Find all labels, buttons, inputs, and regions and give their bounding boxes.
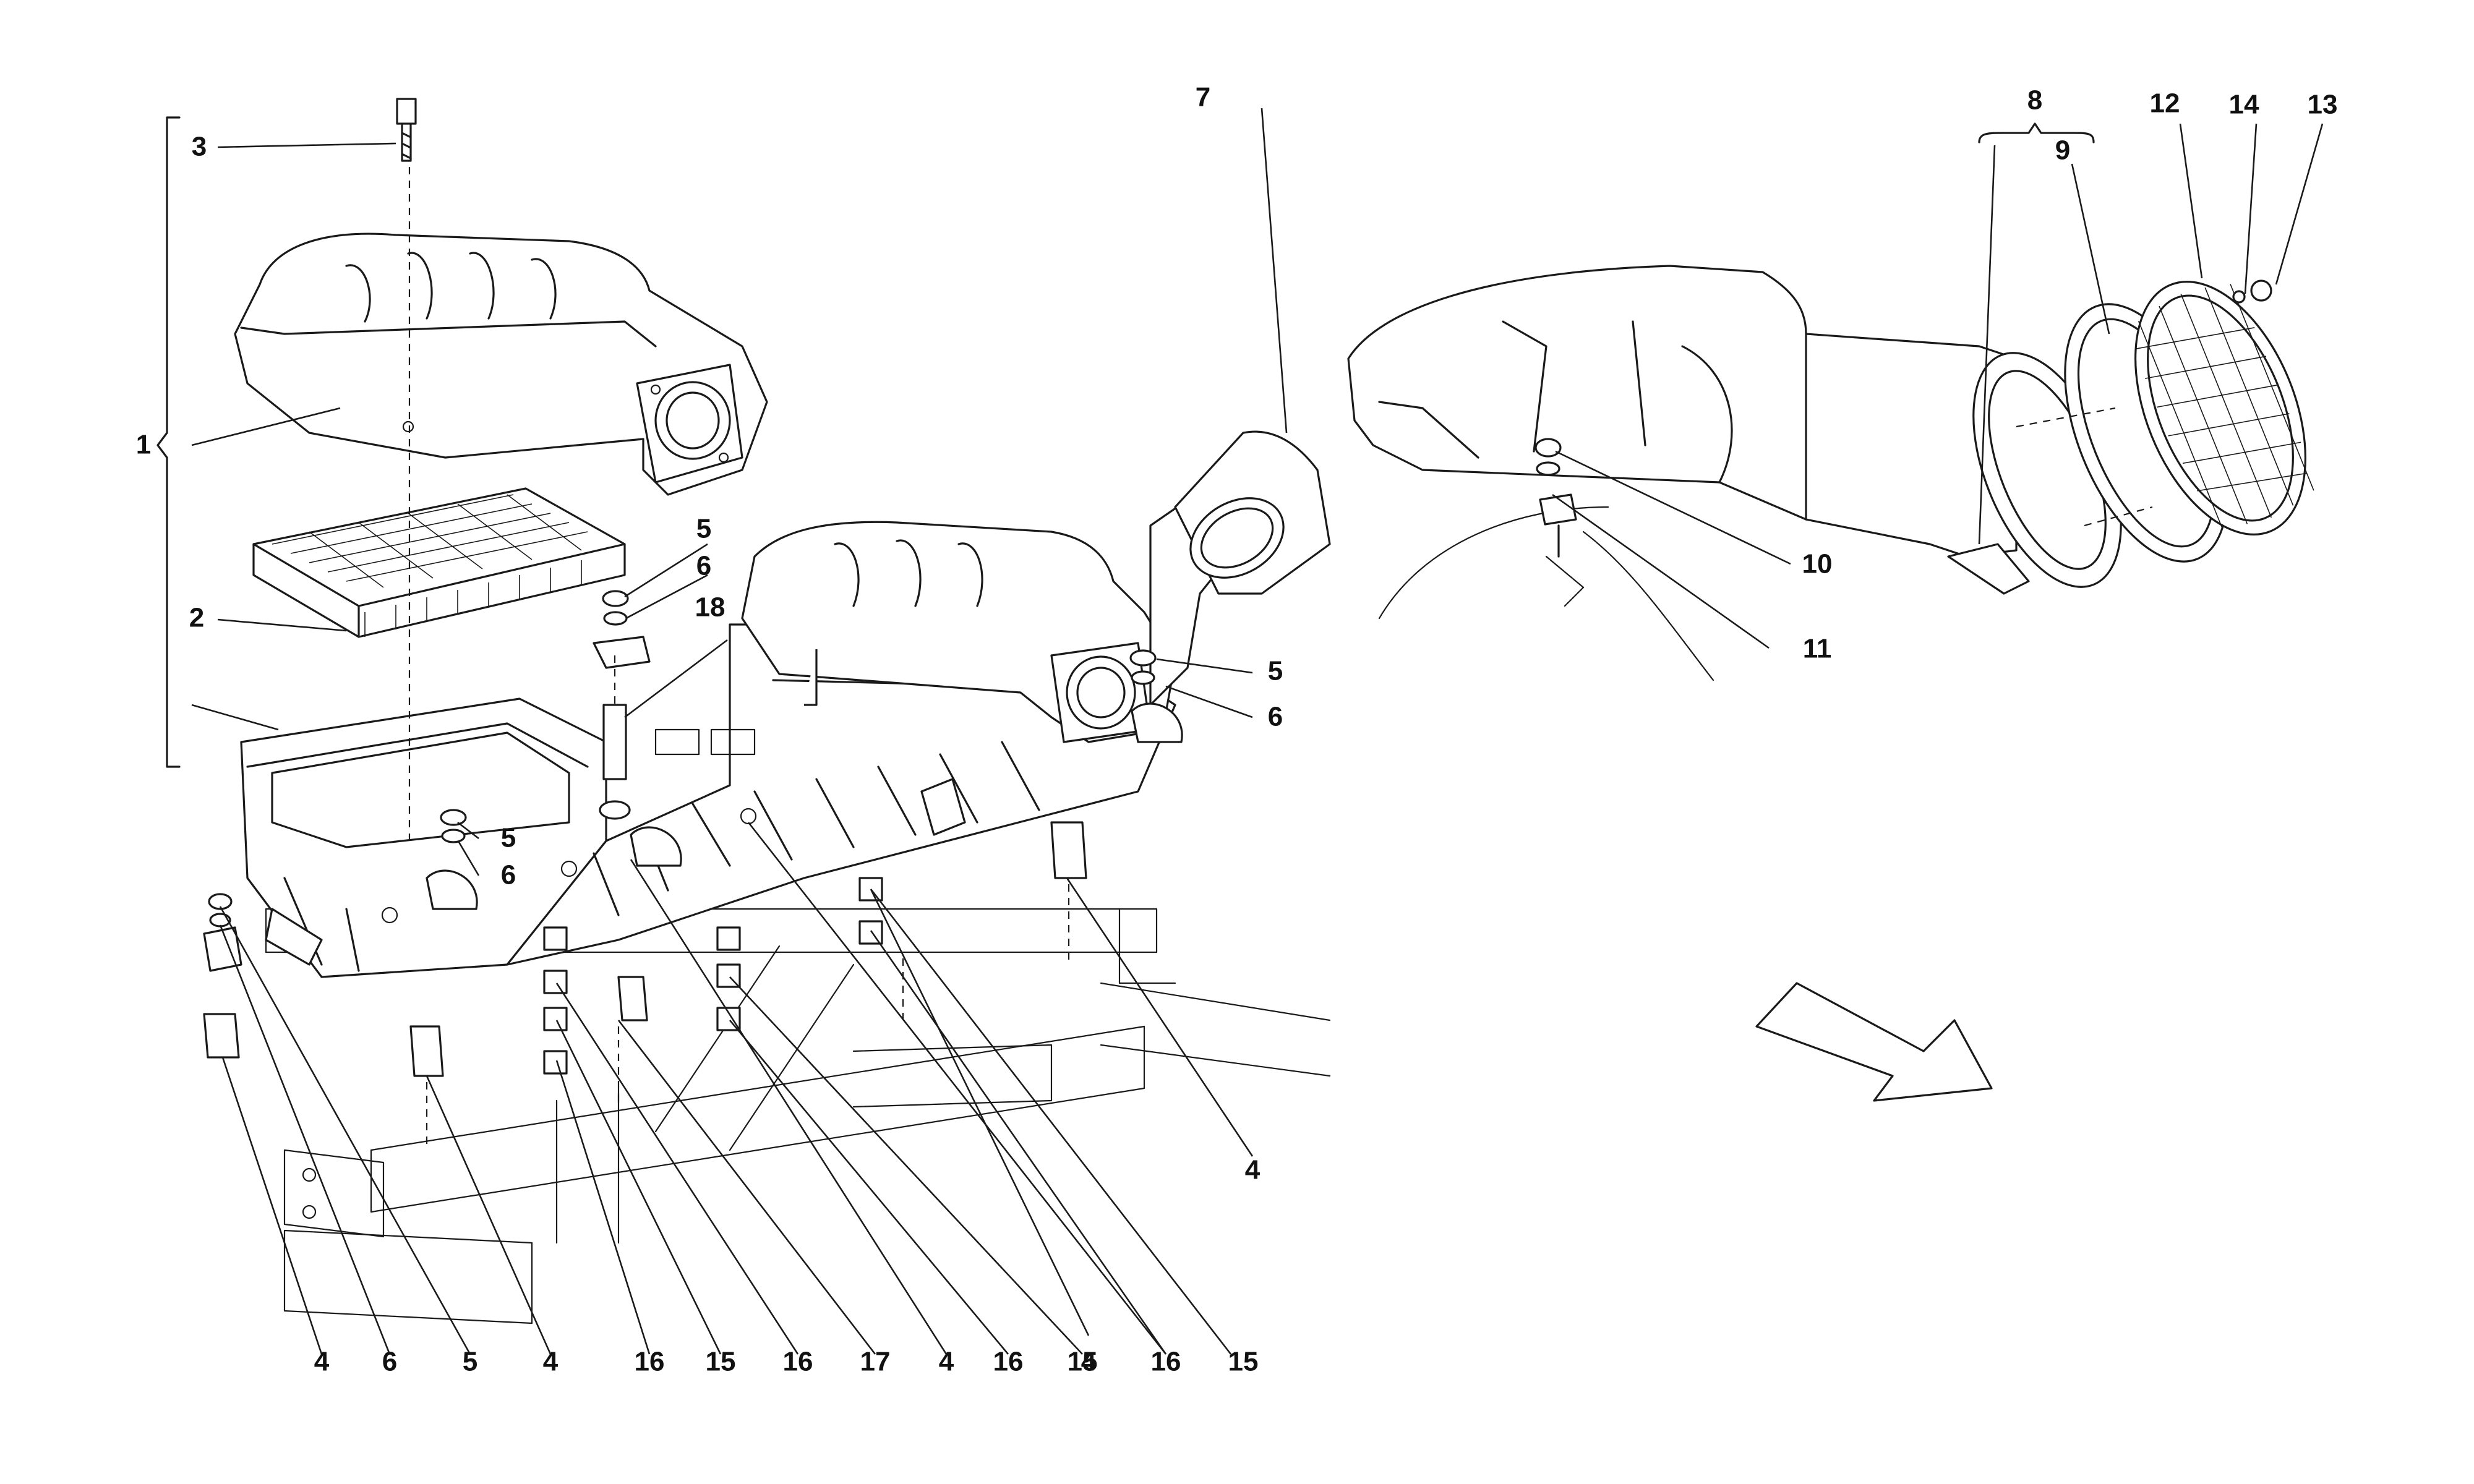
callout-5: 5	[463, 1347, 477, 1377]
intake-duct-tube	[1149, 430, 1331, 706]
callout-15: 15	[1068, 1347, 1098, 1377]
callout-5: 5	[696, 514, 711, 544]
plenum-cover-assembled	[741, 521, 1176, 743]
callout-4: 4	[543, 1347, 559, 1377]
callout-10: 10	[1802, 549, 1833, 579]
callout-5: 5	[1268, 656, 1283, 686]
callout-15: 15	[1228, 1347, 1259, 1377]
callout-4: 4	[1245, 1155, 1261, 1185]
callout-5: 5	[501, 823, 516, 853]
callout-2: 2	[189, 603, 204, 633]
callout-16: 16	[783, 1347, 813, 1377]
callout-12: 12	[2150, 88, 2180, 119]
callout-16: 16	[1151, 1347, 1181, 1377]
callout-16: 16	[993, 1347, 1024, 1377]
callout-1: 1	[136, 430, 151, 460]
callout-15: 15	[706, 1347, 736, 1377]
callout-3: 3	[192, 132, 207, 162]
callout-6: 6	[382, 1347, 397, 1377]
callout-8: 8	[2027, 85, 2042, 116]
callout-17: 17	[860, 1347, 891, 1377]
callout-labels: 1 2 3 4 4 4 4 4 5 5 5 5 6 6 6 6 7 8 9 10…	[136, 82, 2338, 1377]
callout-11: 11	[1803, 634, 1832, 664]
callout-4: 4	[314, 1347, 330, 1377]
wheel-arch	[1378, 506, 1714, 681]
air-inlet-duct	[1347, 265, 2030, 595]
callout-6: 6	[501, 860, 516, 890]
air-filter-cover	[234, 232, 768, 496]
chassis-frame	[265, 908, 1331, 1324]
fasteners	[203, 98, 1577, 1077]
callout-6: 6	[696, 551, 711, 581]
direction-arrow-icon	[1755, 982, 1993, 1102]
assembly-axes	[408, 167, 2153, 1144]
group-brackets	[156, 116, 2095, 768]
callout-14: 14	[2229, 90, 2259, 120]
leader-lines	[191, 108, 2324, 1355]
callout-6: 6	[1268, 702, 1283, 732]
callout-9: 9	[2055, 135, 2070, 166]
air-filter-element	[252, 487, 626, 638]
callout-4: 4	[939, 1347, 954, 1377]
inlet-flange-assembly	[1972, 279, 2314, 588]
callout-4: 4	[1081, 1347, 1097, 1377]
callout-16: 16	[635, 1347, 665, 1377]
callout-18: 18	[695, 592, 726, 623]
callout-7: 7	[1196, 82, 1210, 113]
callout-13: 13	[2308, 90, 2338, 120]
